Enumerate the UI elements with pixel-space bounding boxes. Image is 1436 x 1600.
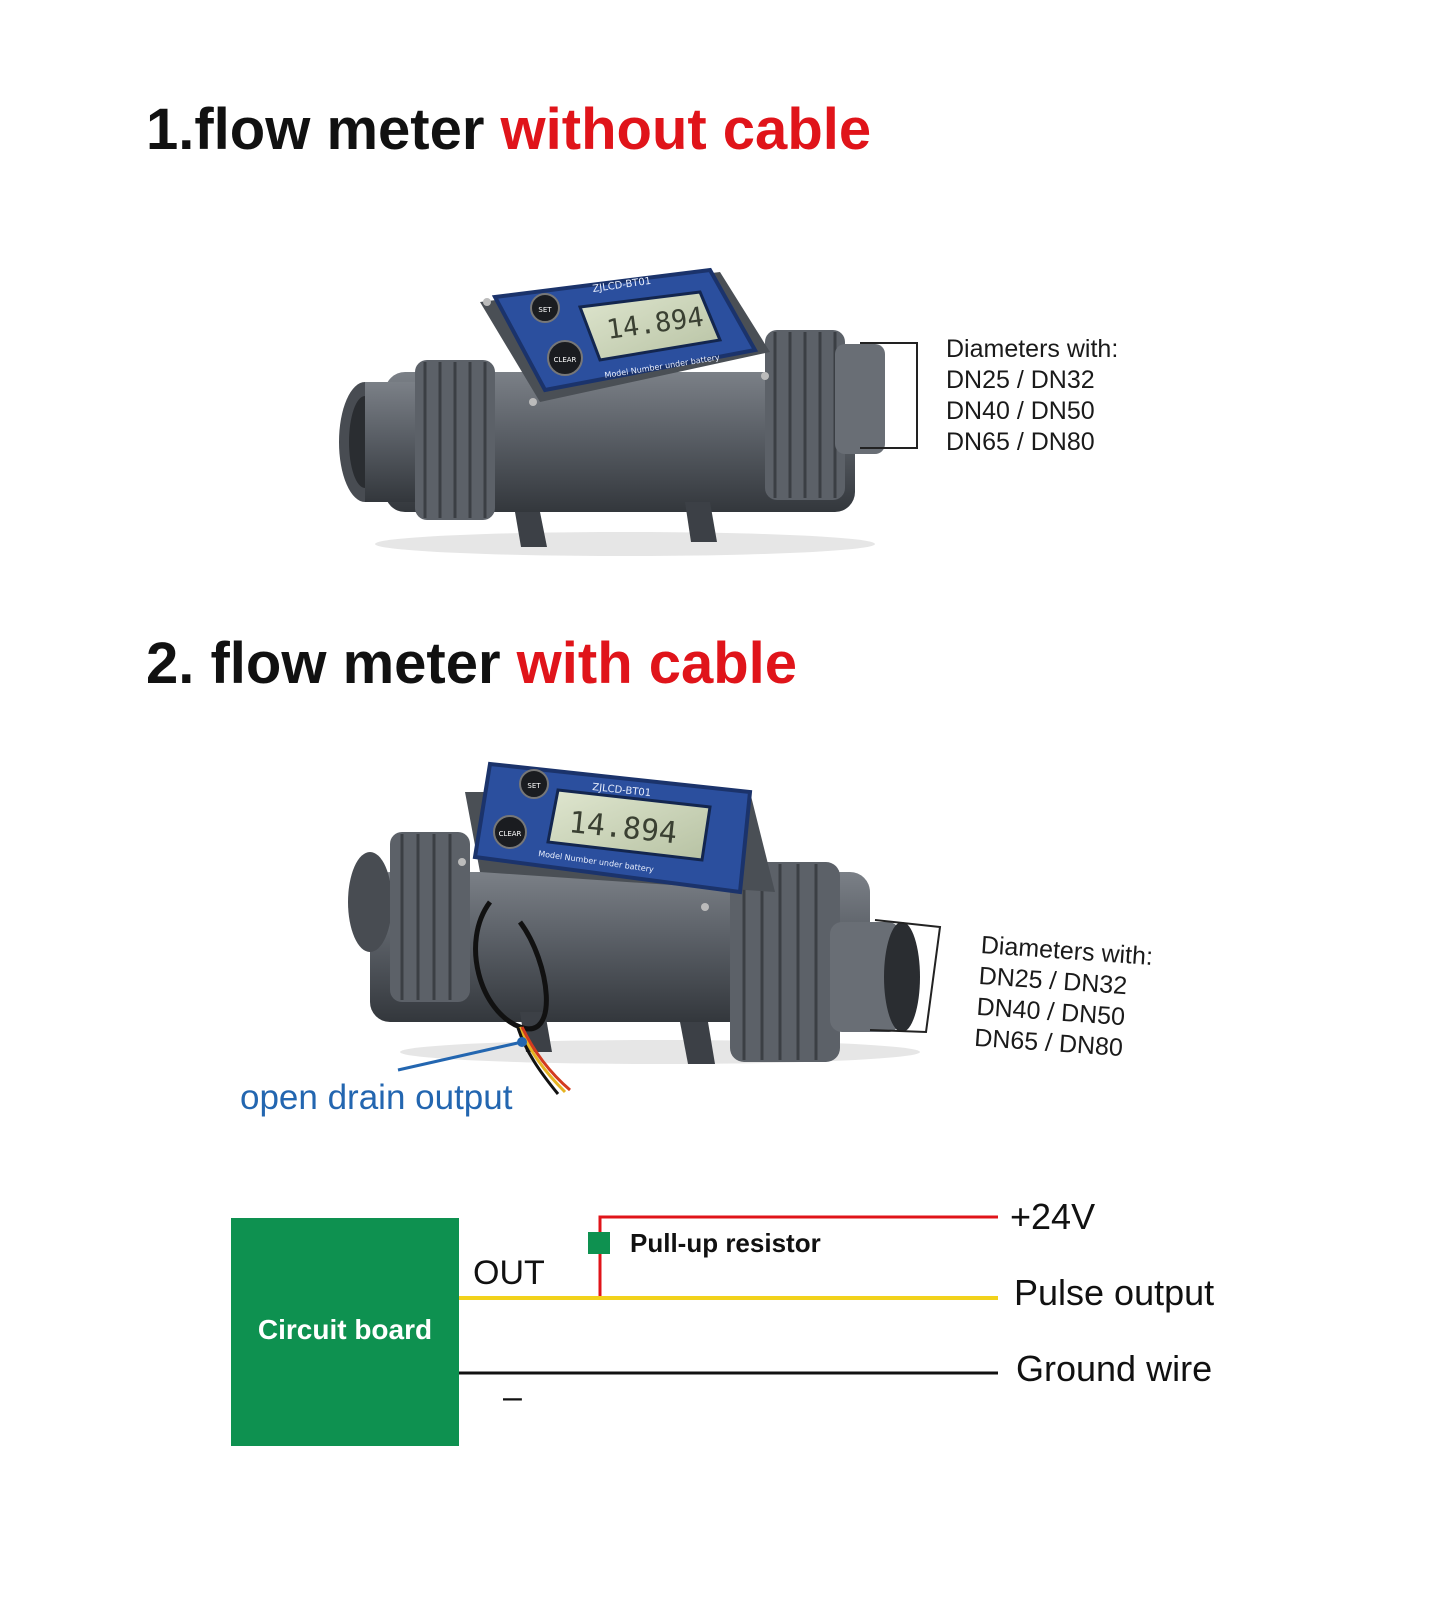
section-1-title: 1.flow meter without cable <box>146 96 871 163</box>
flow-meter-without-cable-photo: 14.894 ZJLCD-BT01 Model Number under bat… <box>339 267 918 556</box>
wire-label-pulse-output: Pulse output <box>1014 1272 1215 1313</box>
meter-2-set-label: SET <box>527 782 541 790</box>
meter-2-clear-button <box>493 815 527 849</box>
spec-line: DN65 / DN80 <box>946 428 1095 456</box>
spec-line: Diameters with: <box>946 335 1119 363</box>
diameter-bracket-2 <box>869 919 942 1034</box>
wire-label-24v: +24V <box>1010 1196 1096 1237</box>
section-2-title-prefix: 2. flow meter <box>146 631 517 696</box>
spec-line: DN25 / DN32 <box>946 366 1095 394</box>
meter-1-clear-label: CLEAR <box>554 356 577 364</box>
pull-up-resistor-label: Pull-up resistor <box>630 1228 821 1258</box>
diameter-bracket-1 <box>860 342 918 449</box>
spec-line: DN40 / DN50 <box>946 397 1095 425</box>
meter-1-set-button <box>530 293 560 323</box>
open-drain-output-label: open drain output <box>240 1078 513 1117</box>
section-2-title: 2. flow meter with cable <box>146 630 797 697</box>
meter-2-clear-label: CLEAR <box>499 830 522 838</box>
section-1-title-highlight: without cable <box>500 97 872 162</box>
callout-pointer <box>397 1040 523 1072</box>
circuit-board: Circuit board <box>231 1218 459 1446</box>
flow-meter-with-cable-photo: 14.894 ZJLCD-BT01 Model Number under bat… <box>348 761 942 1095</box>
wire-24v <box>598 1215 998 1296</box>
meter-1-clear-button <box>547 340 583 376</box>
minus-label: – <box>503 1378 522 1416</box>
section-2-title-highlight: with cable <box>516 631 798 696</box>
pull-up-resistor <box>588 1232 610 1254</box>
section-1-specs: Diameters with: DN25 / DN32 DN40 / DN50 … <box>946 334 1118 458</box>
meter-1-set-label: SET <box>538 306 552 314</box>
wire-label-ground: Ground wire <box>1016 1348 1213 1389</box>
meter-2-set-button <box>519 769 549 799</box>
out-label: OUT <box>473 1254 545 1292</box>
circuit-board-label: Circuit board <box>257 1314 433 1345</box>
section-1-title-prefix: 1.flow meter <box>146 97 501 162</box>
